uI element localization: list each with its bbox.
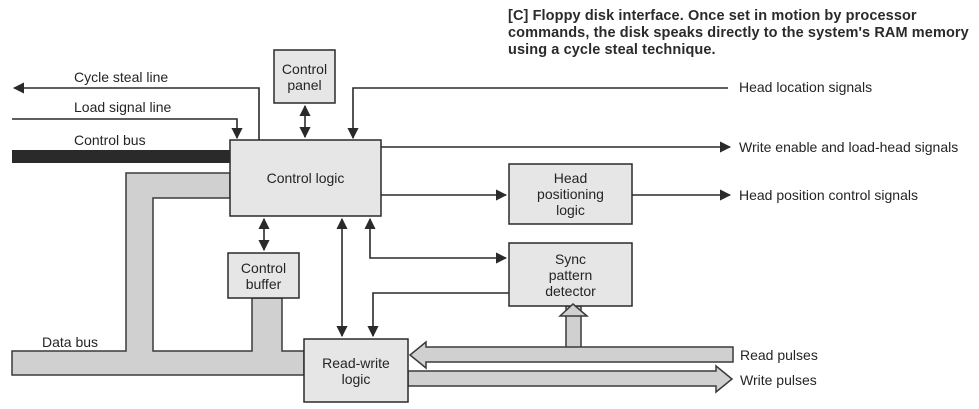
control-buffer-label: Control buffer <box>240 259 287 292</box>
control-panel-block <box>273 49 336 104</box>
write-pulses-bus <box>407 364 734 394</box>
control-logic-label: Control logic <box>266 170 345 186</box>
read-write-logic-label: Read-write logic <box>322 354 390 387</box>
head-location-line <box>347 87 728 140</box>
control-bus-label: Control bus <box>74 132 146 148</box>
cycle-steal-line <box>12 82 260 140</box>
head-location-signals-label: Head location signals <box>739 79 873 95</box>
load-signal-line <box>12 118 243 140</box>
figure-caption: [C] Floppy disk interface. Once set in m… <box>508 8 969 58</box>
caption-figure-letter: C <box>512 8 524 24</box>
write-enable-signals-label: Write enable and load-head signals <box>739 139 959 155</box>
head-positioning-logic-label: Head positioning logic <box>537 170 604 218</box>
sync-to-readwrite <box>367 292 509 338</box>
sync-pattern-detector-block <box>508 242 633 307</box>
control-panel-label: Control panel <box>281 60 328 93</box>
cycle-steal-line-label: Cycle steal line <box>74 69 169 85</box>
data-bus-label: Data bus <box>42 334 99 350</box>
load-signal-line-label: Load signal line <box>74 99 172 115</box>
read-pulses-label: Read pulses <box>740 347 818 363</box>
control-buffer-block <box>227 252 300 299</box>
head-position-control-signals-label: Head position control signals <box>739 187 918 203</box>
sync-input-arrowhead <box>558 302 590 317</box>
sync-pattern-detector-label: Sync pattern detector <box>545 250 596 299</box>
write-pulses-label: Write pulses <box>740 372 817 388</box>
read-write-logic-block <box>303 338 409 403</box>
head-positioning-logic-block <box>508 163 633 225</box>
read-pulses-bus <box>408 340 734 370</box>
control-logic-block <box>229 139 382 217</box>
control-bus <box>12 150 230 163</box>
caption-text: Floppy disk interface. Once set in motio… <box>508 8 969 58</box>
logic-sync-link <box>364 217 508 264</box>
